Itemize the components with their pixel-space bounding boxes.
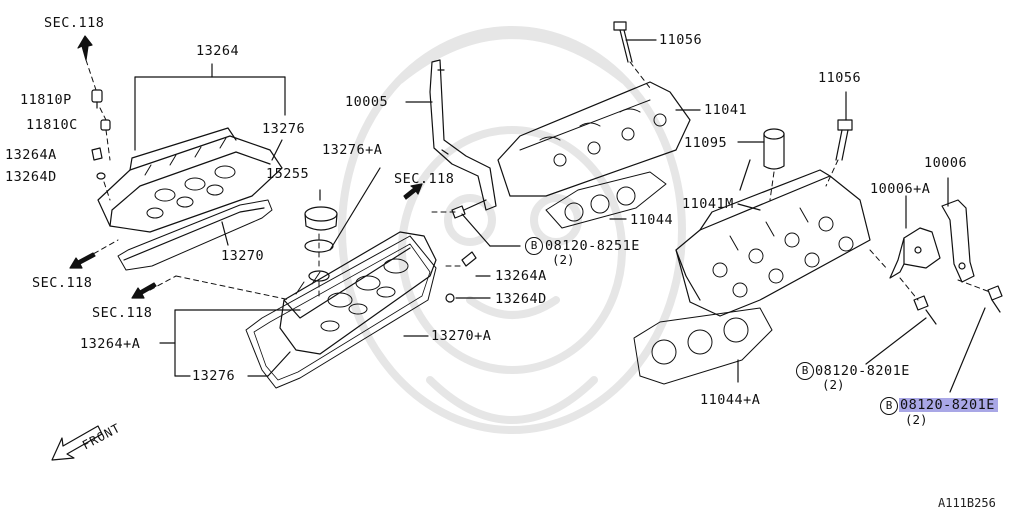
part-label-13276-bottom[interactable]: 13276 bbox=[192, 368, 236, 384]
bolt-callout-b3-code-highlighted[interactable]: 08120-8201E bbox=[899, 398, 998, 412]
rocker-cover-center-drawing bbox=[159, 167, 491, 389]
part-label-11044-A[interactable]: 11044+A bbox=[700, 392, 761, 408]
part-label-13270-A[interactable]: 13270+A bbox=[431, 328, 492, 344]
bolt-callout-b1-qty: (2) bbox=[552, 252, 575, 267]
sec-ref-left-2[interactable]: SEC.118 bbox=[92, 305, 153, 321]
part-label-11056-top[interactable]: 11056 bbox=[659, 32, 703, 48]
sec-ref-center[interactable]: SEC.118 bbox=[394, 171, 455, 187]
part-label-11056-right[interactable]: 11056 bbox=[818, 70, 862, 86]
part-label-13264A-center[interactable]: 13264A bbox=[495, 268, 547, 284]
part-label-10005[interactable]: 10005 bbox=[345, 94, 389, 110]
bolt-callout-b2-code[interactable]: 08120-8201E bbox=[815, 363, 910, 379]
engine-brackets-drawing bbox=[865, 177, 1003, 393]
bolt-callout-b1-code[interactable]: 08120-8251E bbox=[545, 238, 640, 254]
part-label-13264-A[interactable]: 13264+A bbox=[80, 336, 141, 352]
part-label-13270[interactable]: 13270 bbox=[221, 248, 265, 264]
front-arrow-icon bbox=[51, 425, 103, 461]
cylinder-head-front-drawing bbox=[633, 91, 991, 385]
bolt-callout-b3-qty: (2) bbox=[905, 412, 928, 427]
sec-arrows bbox=[69, 35, 423, 299]
part-label-13264A-left[interactable]: 13264A bbox=[5, 147, 57, 163]
part-label-11810C[interactable]: 11810C bbox=[26, 117, 78, 133]
bolt-callout-b2-qty: (2) bbox=[822, 377, 845, 392]
bolt-callout-b1-circle: B bbox=[525, 237, 543, 255]
part-label-10006[interactable]: 10006 bbox=[924, 155, 968, 171]
part-label-11095[interactable]: 11095 bbox=[684, 135, 728, 151]
part-label-11044[interactable]: 11044 bbox=[630, 212, 674, 228]
part-label-11810P[interactable]: 11810P bbox=[20, 92, 72, 108]
sec-ref-top-left[interactable]: SEC.118 bbox=[44, 15, 105, 31]
part-label-11041M[interactable]: 11041M bbox=[682, 196, 734, 212]
part-label-15255[interactable]: 15255 bbox=[266, 166, 310, 182]
part-label-13276-A[interactable]: 13276+A bbox=[322, 142, 383, 158]
part-label-13264[interactable]: 13264 bbox=[196, 43, 240, 59]
sec-ref-left-1[interactable]: SEC.118 bbox=[32, 275, 93, 291]
watermark-emblem bbox=[338, 26, 686, 434]
bolt-callout-b2-circle: B bbox=[796, 362, 814, 380]
part-label-13264D-center[interactable]: 13264D bbox=[495, 291, 547, 307]
rocker-cover-left-drawing bbox=[85, 59, 291, 301]
part-label-11041[interactable]: 11041 bbox=[704, 102, 748, 118]
part-label-13264D-left[interactable]: 13264D bbox=[5, 169, 57, 185]
part-label-10006-A[interactable]: 10006+A bbox=[870, 181, 931, 197]
cylinder-head-rear-drawing bbox=[405, 21, 701, 247]
diagram-reference-code: A111B256 bbox=[938, 496, 996, 510]
bolt-callout-b3-circle: B bbox=[880, 397, 898, 415]
part-label-13276-top[interactable]: 13276 bbox=[262, 121, 306, 137]
